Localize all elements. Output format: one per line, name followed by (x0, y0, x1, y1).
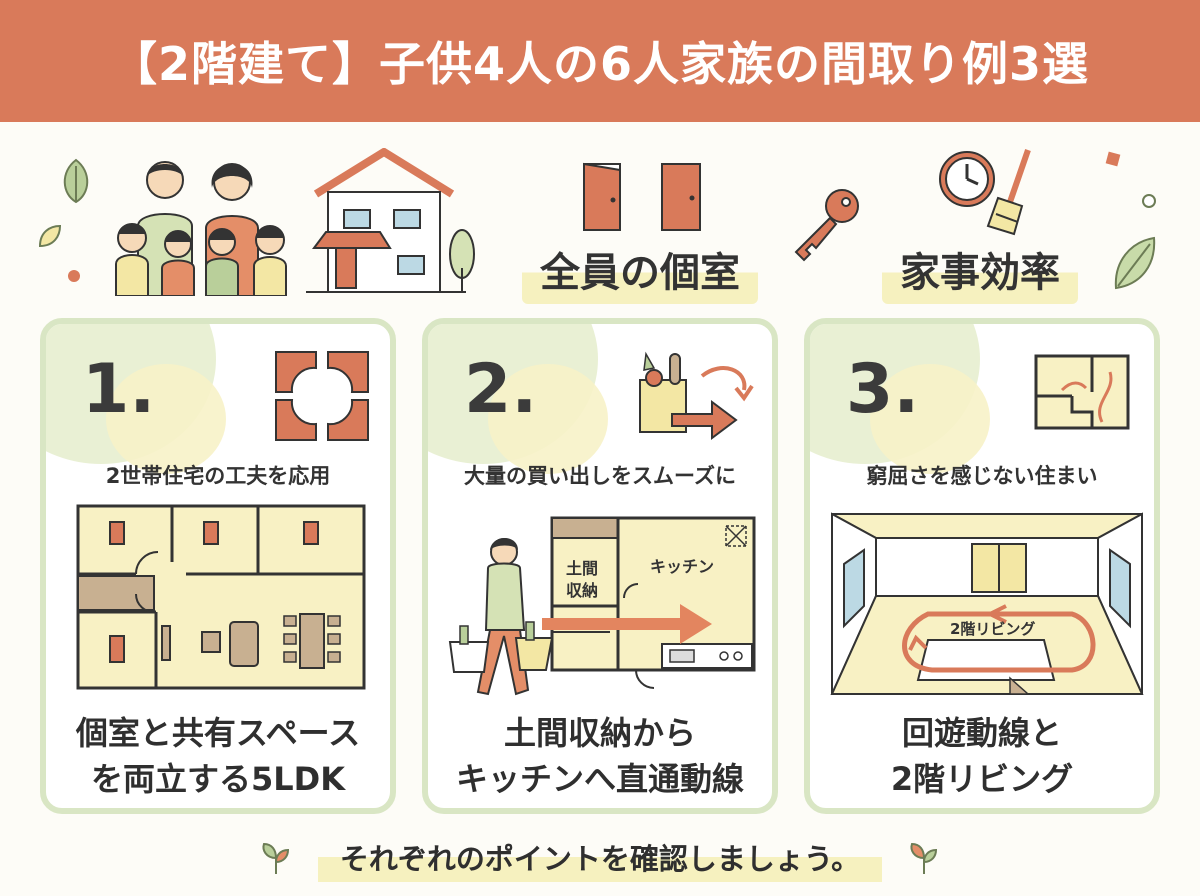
dot-icon (1105, 151, 1121, 167)
page-title: 【2階建て】子供4人の6人家族の間取り例3選 (110, 37, 1090, 91)
groceries-arrow-icon (639, 351, 754, 440)
card-number: 1. (82, 350, 156, 429)
footer: それぞれのポイントを確認しましょう。 (0, 832, 1200, 888)
clock-icon (939, 151, 995, 207)
footer-text: それぞれのポイントを確認しましょう。 (317, 832, 883, 882)
svg-text:収納: 収納 (566, 581, 598, 600)
caption-line-1: 土間収納から (503, 714, 696, 752)
card-layout-3: 3. 窮屈さを感じない住まい 2階リビング 回遊動線と 2階リビング (804, 318, 1160, 814)
family-icon (115, 161, 287, 296)
circulation-plan-icon (1034, 354, 1130, 430)
tag-private-rooms: 全員の個室 (522, 234, 758, 304)
living-room-perspective: 2階リビング (830, 512, 1144, 695)
title-banner: 【2階建て】子供4人の6人家族の間取り例3選 (0, 0, 1200, 122)
sprout-icon (262, 842, 290, 874)
leaf-icon (1114, 236, 1156, 290)
sprout-icon (910, 842, 938, 874)
card-number: 2. (464, 350, 538, 429)
card-caption: 回遊動線と 2階リビング (810, 710, 1154, 802)
caption-line-1: 個室と共有スペース (75, 714, 361, 752)
tag-chores-efficiency: 家事効率 (882, 234, 1078, 304)
hero-illustration: 全員の個室 家事効率 (0, 122, 1200, 312)
door-icon (583, 162, 621, 231)
key-icon (794, 189, 859, 262)
caption-line-2: 2階リビング (890, 760, 1074, 798)
floor-plan-5ldk (76, 504, 366, 690)
card-caption: 土間収納から キッチンへ直通動線 (428, 710, 772, 802)
card-layout-1: 1. 2世帯住宅の工夫を応用 個室と共有スペース を両立する5LDK (40, 318, 396, 814)
svg-text:キッチン: キッチン (650, 557, 714, 576)
leaf-icon (38, 224, 62, 248)
card-subtitle: 窮屈さを感じない住まい (866, 464, 1098, 488)
card-layout-2: 2. 大量の買い出しをスムーズに 土間 収納 キッチン (422, 318, 778, 814)
card-number: 3. (846, 350, 920, 429)
rooms-grid-icon (275, 351, 369, 441)
card-subtitle: 2世帯住宅の工夫を応用 (105, 464, 331, 488)
floor-plan-kitchen: 土間 収納 キッチン (448, 516, 756, 696)
house-icon (306, 148, 475, 293)
door-icon (661, 163, 701, 231)
dot-icon (1142, 194, 1156, 208)
card-subtitle: 大量の買い出しをスムーズに (464, 464, 736, 488)
caption-line-2: を両立する5LDK (90, 760, 346, 798)
svg-text:土間: 土間 (566, 559, 598, 578)
card-caption: 個室と共有スペース を両立する5LDK (46, 710, 390, 802)
leaf-icon (63, 158, 89, 204)
caption-line-2: キッチンへ直通動線 (455, 760, 744, 798)
svg-text:2階リビング: 2階リビング (950, 620, 1035, 638)
caption-line-1: 回遊動線と (901, 714, 1062, 752)
dot-icon (68, 270, 80, 282)
broom-icon (986, 149, 1031, 236)
